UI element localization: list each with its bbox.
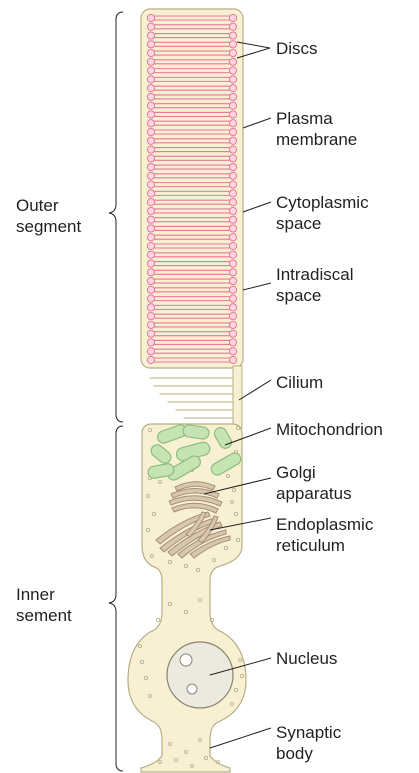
cilium-label: Cilium — [276, 372, 323, 393]
nucleolus — [180, 654, 192, 666]
nucleus-body — [167, 642, 233, 708]
plasma-membrane-label: Plasma membrane — [276, 108, 357, 150]
golgi-apparatus-label: Golgi apparatus — [276, 462, 352, 504]
synaptic-body-label: Synaptic body — [276, 722, 341, 764]
inner-segment-label: Inner sement — [16, 584, 72, 626]
inner-segment-bracket — [109, 426, 123, 771]
granule — [156, 618, 159, 621]
nucleus — [167, 642, 233, 708]
intradiscal-space-label: Intradiscal space — [276, 264, 353, 306]
nucleolus — [187, 684, 197, 694]
cilium-stalk — [233, 366, 242, 428]
endoplasmic-reticulum-label: Endoplasmic reticulum — [276, 514, 373, 556]
mitochondrion-label: Mitochondrion — [276, 419, 383, 440]
discs-label: Discs — [276, 38, 318, 59]
nucleus-label: Nucleus — [276, 648, 337, 669]
basal-infoldings — [150, 378, 232, 418]
inner-segment — [128, 424, 246, 772]
cytoplasmic-space-label: Cytoplasmic space — [276, 192, 369, 234]
outer-segment-bracket — [109, 12, 123, 422]
outer-segment-label: Outer segment — [16, 195, 81, 237]
